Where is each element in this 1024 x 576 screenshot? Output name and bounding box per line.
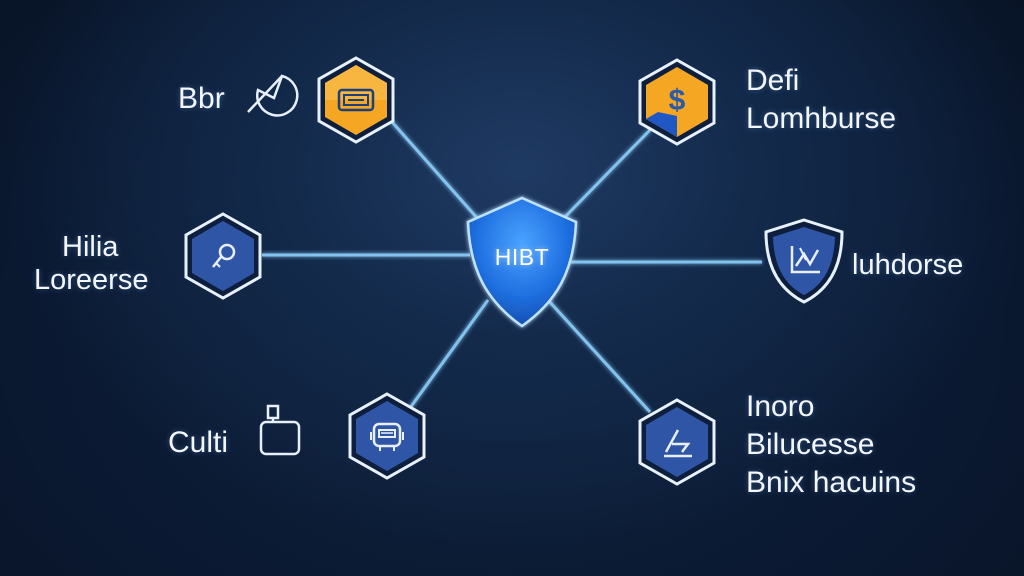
wallet-icon [337, 88, 375, 112]
node-mid-left[interactable] [184, 212, 262, 300]
link-icon [212, 243, 236, 268]
shield-chart-icon [790, 246, 820, 274]
node-bottom-right[interactable] [638, 398, 716, 486]
label-mid-right: luhdorse [852, 249, 964, 281]
hub-label: HIBT [494, 244, 550, 270]
node-top-right[interactable]: $ [638, 58, 716, 146]
label-bottom-right: Inoro Bilucesse Bnix hacuins [746, 390, 917, 499]
node-mid-right[interactable] [762, 216, 846, 306]
label-top-left: Bbr [178, 82, 225, 115]
dollar-icon: $ [669, 84, 686, 117]
label-mid-left: Hilia Loreerse [34, 231, 149, 296]
chart-icon [664, 429, 692, 458]
svg-text:$: $ [669, 84, 686, 117]
connector-bottom-right [546, 298, 652, 414]
connector-top-left [390, 121, 488, 229]
label-bottom-left: Culti [168, 426, 229, 459]
box-outline-icon [259, 404, 301, 456]
node-top-left[interactable] [317, 56, 395, 144]
node-bottom-left[interactable] [348, 392, 426, 480]
connector-top-right [558, 128, 652, 224]
connector-bottom-left [408, 299, 490, 409]
hub-shield [466, 196, 578, 328]
label-top-right: Defi Lomhburse [746, 64, 897, 135]
robot-icon [370, 422, 404, 451]
pie-outline-icon [247, 74, 299, 117]
